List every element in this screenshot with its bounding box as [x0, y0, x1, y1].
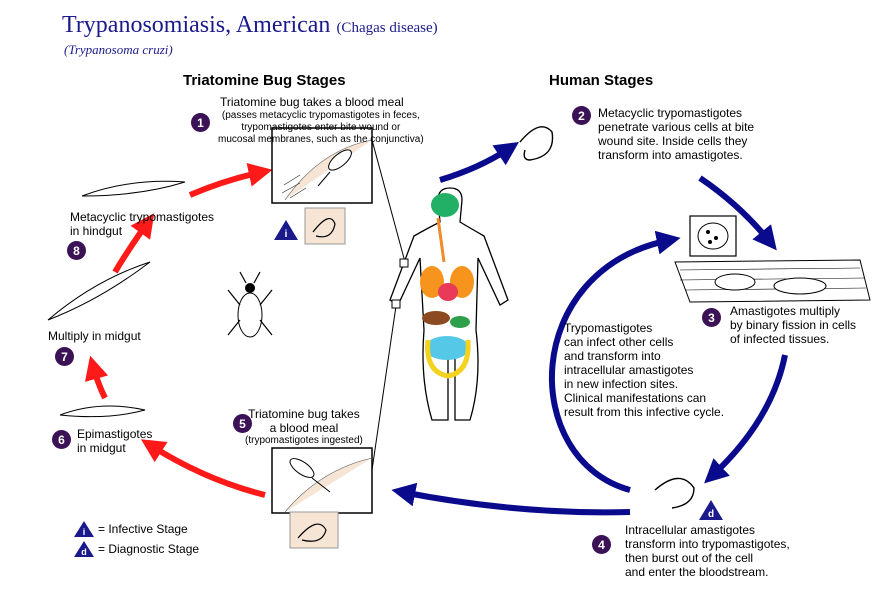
triatomine-bug-icon	[227, 271, 273, 338]
diagnostic-stage-marker: d	[698, 499, 724, 521]
step-3-badge: 3	[702, 308, 721, 327]
ingested-trypomastigote-inset	[289, 511, 339, 549]
step-7-badge: 7	[55, 347, 74, 366]
bug-stages-heading: Triatomine Bug Stages	[183, 72, 346, 89]
legend-diagnostic: d = Diagnostic Stage	[73, 540, 199, 558]
step-1-text: Triatomine bug takes a blood meal	[220, 95, 404, 109]
infective-stage-marker: i	[273, 219, 299, 241]
legend-infective: i = Infective Stage	[73, 520, 188, 538]
infective-legend-icon: i	[74, 521, 94, 537]
step-6-badge: 6	[52, 430, 71, 449]
trypomastigote-inset	[304, 207, 346, 245]
step-1-detail: (passes metacyclic trypomastigotes in fe…	[218, 110, 424, 145]
step-5-badge: 5	[233, 414, 252, 433]
epimastigote-figure	[59, 405, 146, 418]
step-7-text: Multiply in midgut	[48, 329, 141, 343]
species-name: (Trypanosoma cruzi)	[64, 42, 173, 57]
arrow-6-to-7	[84, 355, 109, 400]
arrow-3-to-4	[704, 354, 788, 484]
multiplying-parasite-figure	[47, 261, 151, 321]
arrow-4-to-5	[391, 482, 631, 516]
svg-text:d: d	[81, 547, 87, 557]
bug-feeding-box-5	[271, 447, 373, 514]
arrow-1-to-2	[439, 142, 519, 183]
amastigote-cell-figure	[674, 215, 871, 303]
svg-text:i: i	[285, 229, 288, 240]
step-8-badge: 8	[67, 241, 86, 260]
trypomastigote-figure-4	[654, 477, 695, 509]
arrow-5-to-6	[140, 439, 266, 498]
arrow-2-to-3	[698, 175, 777, 251]
human-stages-heading: Human Stages	[549, 72, 654, 89]
step-1-badge: 1	[191, 113, 210, 132]
arrow-7-to-8	[112, 213, 155, 274]
svg-text:d: d	[708, 509, 714, 520]
arrow-8-to-1	[188, 163, 273, 198]
metacyclic-figure	[81, 180, 186, 197]
page-title: Trypanosomiasis, American (Chagas diseas…	[62, 12, 438, 38]
trypomastigote-figure-2	[519, 126, 554, 161]
step-2-badge: 2	[572, 106, 591, 125]
bug-feeding-box-1	[271, 127, 373, 204]
step-4-badge: 4	[592, 535, 611, 554]
svg-text:i: i	[83, 527, 86, 537]
diagnostic-legend-icon: d	[74, 541, 94, 557]
human-body-figure	[389, 187, 509, 421]
arrow-inner-cycle	[548, 230, 681, 493]
